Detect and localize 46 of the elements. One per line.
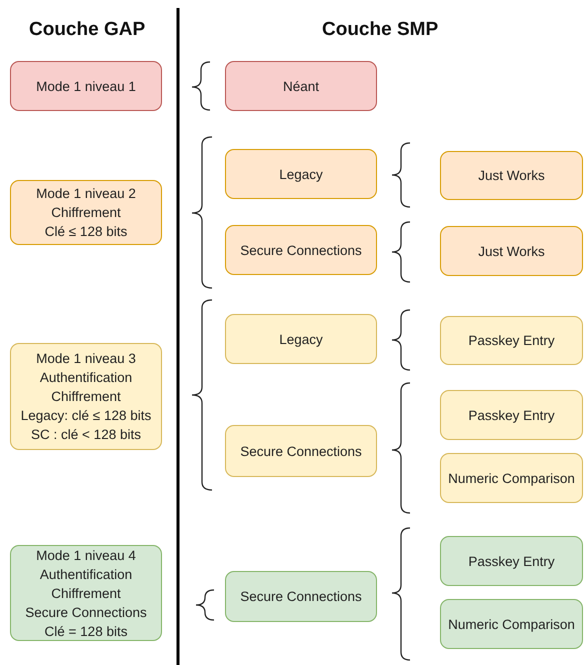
box-text: Passkey Entry (468, 552, 555, 570)
rounded-box (10, 61, 162, 111)
rounded-box (440, 453, 583, 503)
rounded-box (225, 149, 377, 199)
box-text: Mode 1 niveau 3 (36, 350, 136, 368)
box-text: Legacy: clé ≤ 128 bits (20, 407, 152, 425)
box-text: Clé ≤ 128 bits (44, 223, 128, 241)
box-text: Numeric Comparison (448, 616, 575, 634)
box-text: Chiffrement (51, 388, 121, 406)
box-text: Chiffrement (51, 584, 121, 602)
rounded-box (225, 61, 377, 111)
box-text: Just Works (478, 167, 545, 185)
rounded-box (225, 225, 377, 275)
column-heading: Couche SMP (322, 19, 438, 41)
rounded-box (10, 343, 162, 450)
rounded-box (225, 425, 377, 477)
box-text: Passkey Entry (468, 332, 555, 350)
box-text: Secure Connections (25, 604, 147, 622)
box-text: Just Works (478, 242, 545, 260)
box-text: Secure Connections (240, 442, 362, 460)
box-text: Chiffrement (51, 204, 121, 222)
box-text: Mode 1 niveau 4 (36, 546, 136, 564)
box-text: Authentification (40, 566, 132, 584)
box-text: Secure Connections (240, 588, 362, 606)
rounded-box (440, 599, 583, 649)
box-text: Legacy (279, 166, 323, 184)
box-text: Authentification (40, 369, 132, 387)
rounded-box (440, 390, 583, 440)
rounded-box (440, 316, 583, 365)
rounded-box (225, 314, 377, 364)
box-text: SC : clé < 128 bits (31, 426, 141, 444)
box-text: Passkey Entry (468, 406, 555, 424)
column-heading: Couche GAP (29, 19, 146, 41)
box-text: Néant (282, 78, 320, 96)
box-text: Mode 1 niveau 2 (36, 185, 136, 203)
rounded-box (440, 536, 583, 586)
rounded-box (225, 571, 377, 622)
rounded-box (440, 226, 583, 276)
box-text: Numeric Comparison (448, 470, 575, 488)
box-text: Clé = 128 bits (44, 622, 128, 640)
rounded-box (10, 545, 162, 641)
rounded-box (440, 151, 583, 200)
rounded-box (10, 180, 162, 245)
box-text: Legacy (279, 330, 323, 348)
box-text: Secure Connections (240, 242, 362, 260)
box-text: Mode 1 niveau 1 (36, 78, 136, 96)
